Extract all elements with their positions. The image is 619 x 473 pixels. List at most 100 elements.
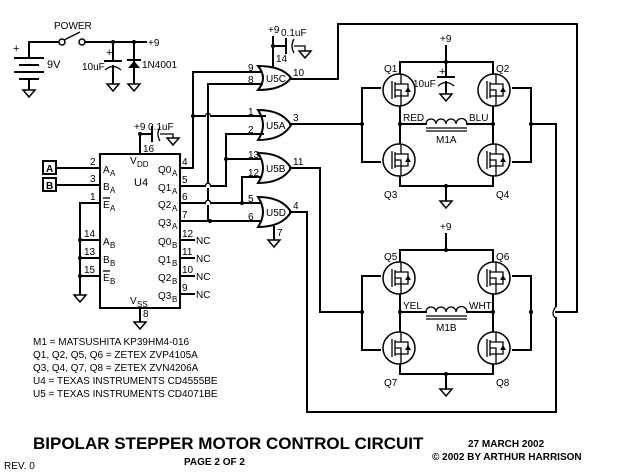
u4-name: U4 [134,177,148,189]
no-connect-label: NC [196,254,210,265]
transistor-label: Q4 [496,190,510,201]
svg-text:+9: +9 [134,122,146,133]
no-connect-label: NC [196,272,210,283]
pin-number: 8 [248,75,254,86]
or-gate-u5c: U5C 98 10 [248,63,305,92]
pin-name: B [103,255,110,266]
svg-text:0.1uF: 0.1uF [148,122,174,133]
pin-number: 10 [182,265,194,276]
pin-number: 5 [182,175,188,186]
svg-text:16: 16 [143,144,155,155]
transistor-label: Q1 [384,64,398,75]
pin-name: Q1 [158,255,172,266]
pin-name: Q1 [158,183,172,194]
capacitor-icon [104,41,122,92]
pin-number: 5 [248,194,254,205]
mosfet-icon-q1 [382,73,416,107]
pin-number: 11 [293,157,304,168]
battery-icon [14,57,44,98]
wire-color-label: YEL [403,301,422,312]
wire-color-label: BLU [469,113,488,124]
svg-text:SS: SS [137,300,148,309]
pin-number: 4 [182,157,188,168]
parts-list-item: M1 = MATSUSHITA KP39HM4-016 [33,337,190,348]
pin-number: 9 [248,63,254,74]
supply-rail-label: +9 [148,38,160,49]
no-connect-label: NC [196,236,210,247]
svg-text:7: 7 [277,228,283,239]
power-supply: + 9V POWER +9 + 10uF 1N4001 [13,21,177,98]
input-b-label: B [46,181,53,192]
pin-number: 4 [293,201,299,212]
rail-label: +9 [440,34,452,45]
pin-name: Q3 [158,291,172,302]
logic-wiring [185,71,266,223]
svg-text:B: B [172,295,177,304]
pin-name: A [103,237,110,248]
motor-coil-icon [425,117,468,132]
pin-number: 11 [182,247,193,258]
gate-name: U5C [266,74,286,85]
pin-number: 6 [182,192,188,203]
transistor-label: Q7 [384,378,398,389]
mosfet-icon-q5 [382,261,416,295]
pin-name: Q0 [158,237,172,248]
u5-decoupling: +9 0.1uF 14 7 [267,25,312,248]
power-switch-icon [58,31,86,46]
pin-number: 15 [84,265,96,276]
svg-text:A: A [110,204,116,213]
transistor-label: Q3 [384,190,398,201]
copyright: © 2002 BY ARTHUR HARRISON [432,452,582,463]
diode-label: 1N4001 [142,60,177,71]
pin-number: 2 [90,157,96,168]
pin-name: A [103,165,110,176]
revision: REV. 0 [4,461,35,472]
pin-number: 10 [293,68,305,79]
gate-output-wiring [289,23,578,413]
pin-name: Q2 [158,273,172,284]
pin-number: 12 [182,229,194,240]
svg-text:B: B [110,259,115,268]
pin-name: B [103,182,110,193]
capacitor-label: 10uF [82,62,105,73]
svg-text:+9: +9 [268,25,280,36]
pin-number: 6 [248,212,254,223]
pin-number: 7 [182,210,188,221]
battery-label: 9V [47,59,61,71]
pin-name: E [103,200,110,211]
svg-text:A: A [172,187,178,196]
pin-number: 2 [248,125,254,136]
pin-number: 1 [248,107,254,118]
u4-decoder: U4 V DD V SS +9 0.1uF 16 8 [99,122,181,330]
ground-icon [22,89,36,98]
transistor-label: Q8 [496,378,510,389]
parts-list-item: Q1, Q2, Q5, Q6 = ZETEX ZVP4105A [33,350,198,361]
coil-label: M1B [436,323,457,334]
svg-text:B: B [172,241,177,250]
mosfet-icon-q4 [477,143,511,177]
mosfet-icon-q7 [382,331,416,365]
svg-text:DD: DD [137,160,149,169]
svg-text:B: B [172,277,177,286]
input-a-label: A [46,164,53,175]
svg-text:B: B [172,259,177,268]
svg-text:B: B [110,277,115,286]
input-b: B [42,177,101,192]
svg-text:A: A [172,169,178,178]
pin-name: Q3 [158,218,172,229]
drawing-title: BIPOLAR STEPPER MOTOR CONTROL CIRCUIT [33,434,424,453]
svg-text:8: 8 [143,309,149,320]
